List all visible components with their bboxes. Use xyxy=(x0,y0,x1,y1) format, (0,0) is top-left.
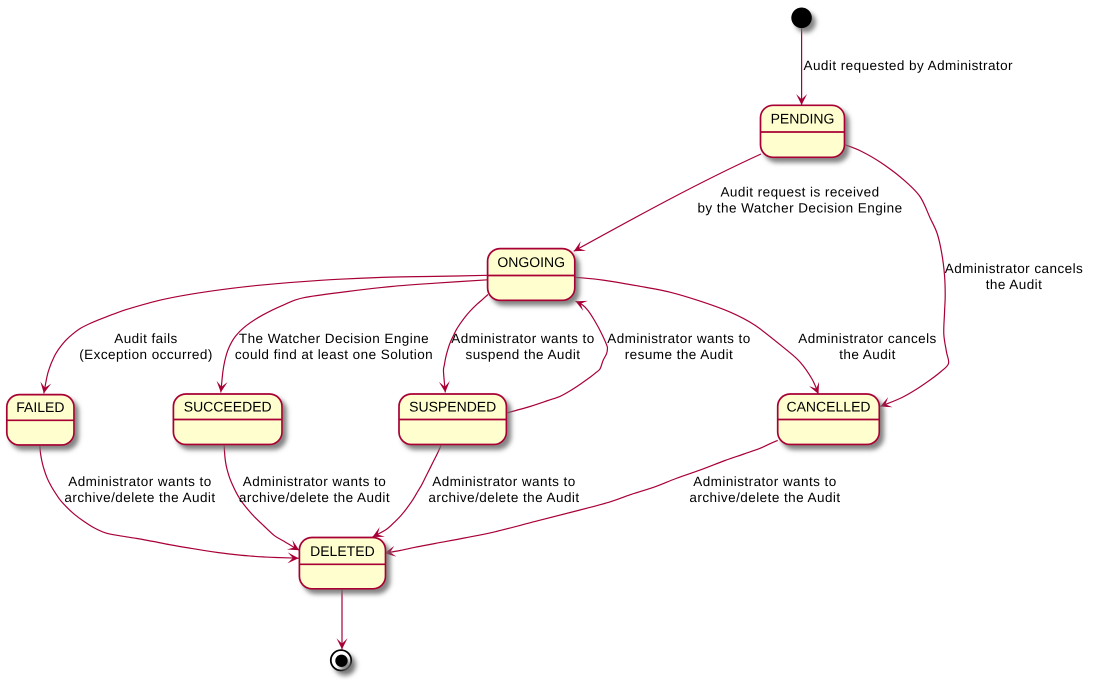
svg-text:ONGOING: ONGOING xyxy=(497,254,565,270)
svg-text:could find at least one Soluti: could find at least one Solution xyxy=(235,347,433,362)
svg-text:(Exception occurred): (Exception occurred) xyxy=(79,347,213,362)
svg-text:FAILED: FAILED xyxy=(16,399,64,415)
svg-text:Administrator cancels: Administrator cancels xyxy=(945,261,1084,276)
svg-text:Audit request is received: Audit request is received xyxy=(720,185,879,200)
svg-text:The Watcher Decision Engine: The Watcher Decision Engine xyxy=(239,331,429,346)
svg-text:Administrator cancels: Administrator cancels xyxy=(798,331,937,346)
svg-text:resume the Audit: resume the Audit xyxy=(625,347,734,362)
svg-text:Administrator wants to: Administrator wants to xyxy=(243,474,386,489)
svg-text:suspend the Audit: suspend the Audit xyxy=(466,347,581,362)
svg-text:Administrator wants to: Administrator wants to xyxy=(693,474,836,489)
svg-text:archive/delete the Audit: archive/delete the Audit xyxy=(689,490,840,505)
svg-text:the Audit: the Audit xyxy=(986,277,1043,292)
svg-text:Administrator wants to: Administrator wants to xyxy=(68,474,211,489)
svg-text:CANCELLED: CANCELLED xyxy=(786,399,870,415)
svg-text:SUCCEEDED: SUCCEEDED xyxy=(184,399,272,415)
svg-text:by the Watcher Decision Engine: by the Watcher Decision Engine xyxy=(697,201,902,216)
svg-text:archive/delete the Audit: archive/delete the Audit xyxy=(239,490,390,505)
svg-text:Administrator wants to: Administrator wants to xyxy=(432,474,575,489)
svg-text:Administrator wants to: Administrator wants to xyxy=(451,331,594,346)
svg-text:Audit requested by Administrat: Audit requested by Administrator xyxy=(804,58,1014,73)
svg-text:DELETED: DELETED xyxy=(310,543,375,559)
svg-text:Administrator wants to: Administrator wants to xyxy=(607,331,750,346)
svg-text:PENDING: PENDING xyxy=(771,111,835,127)
svg-text:SUSPENDED: SUSPENDED xyxy=(409,399,496,415)
svg-text:archive/delete the Audit: archive/delete the Audit xyxy=(428,490,579,505)
svg-text:Audit fails: Audit fails xyxy=(114,331,177,346)
svg-text:the Audit: the Audit xyxy=(839,347,896,362)
svg-text:archive/delete the Audit: archive/delete the Audit xyxy=(64,490,215,505)
